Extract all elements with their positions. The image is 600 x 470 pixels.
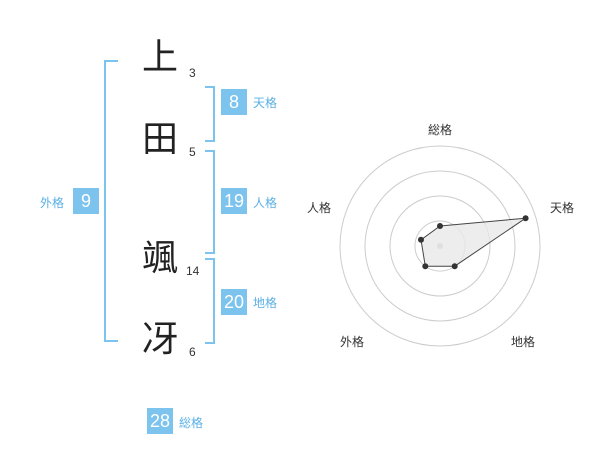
radar-point-jinkaku xyxy=(418,236,424,243)
radar-axis-label-gaikaku: 外格 xyxy=(340,334,364,349)
gaikaku-value: 9 xyxy=(73,188,99,214)
soukaku-value: 28 xyxy=(147,408,173,434)
gaikaku-bracket xyxy=(104,60,118,342)
radar-point-soukaku xyxy=(437,223,443,229)
tenkaku-label: 天格 xyxy=(253,96,278,110)
name-char-2: 田 xyxy=(141,119,178,160)
jinkaku-bracket xyxy=(205,150,215,254)
radar-axis-label-tenkaku: 天格 xyxy=(550,200,574,215)
gaikaku-label: 外格 xyxy=(40,196,65,210)
stroke-count-1: 3 xyxy=(189,66,196,80)
name-char-4: 冴 xyxy=(141,319,178,360)
chikaku-bracket xyxy=(205,258,215,344)
radar-area xyxy=(420,217,526,267)
name-char-1: 上 xyxy=(141,37,178,78)
stroke-count-4: 6 xyxy=(189,345,196,359)
stroke-count-3: 14 xyxy=(186,264,200,278)
radar-point-tenkaku xyxy=(522,215,529,222)
radar-axis-label-chikaku: 地格 xyxy=(511,334,535,349)
radar-rings xyxy=(339,145,541,347)
soukaku-label: 総格 xyxy=(179,416,204,430)
jinkaku-value: 19 xyxy=(221,188,247,214)
radar-axis-label-jinkaku: 人格 xyxy=(307,200,331,215)
tenkaku-bracket xyxy=(205,86,215,142)
radar-ring xyxy=(364,170,516,322)
radar-points xyxy=(418,215,529,270)
radar-point-chikaku xyxy=(451,263,458,270)
radar-axis-label-soukaku: 総格 xyxy=(428,122,452,137)
fortune-radar-chart: 総格 天格 地格 外格 人格 xyxy=(307,122,574,349)
tenkaku-value: 8 xyxy=(221,89,247,115)
radar-point-gaikaku xyxy=(422,263,429,270)
radar-ring xyxy=(339,145,541,347)
chikaku-label: 地格 xyxy=(253,296,278,310)
chikaku-value: 20 xyxy=(221,289,247,315)
stroke-count-2: 5 xyxy=(189,145,196,159)
jinkaku-label: 人格 xyxy=(253,196,278,210)
radar-ring xyxy=(389,195,491,297)
name-char-3: 颯 xyxy=(141,238,178,279)
